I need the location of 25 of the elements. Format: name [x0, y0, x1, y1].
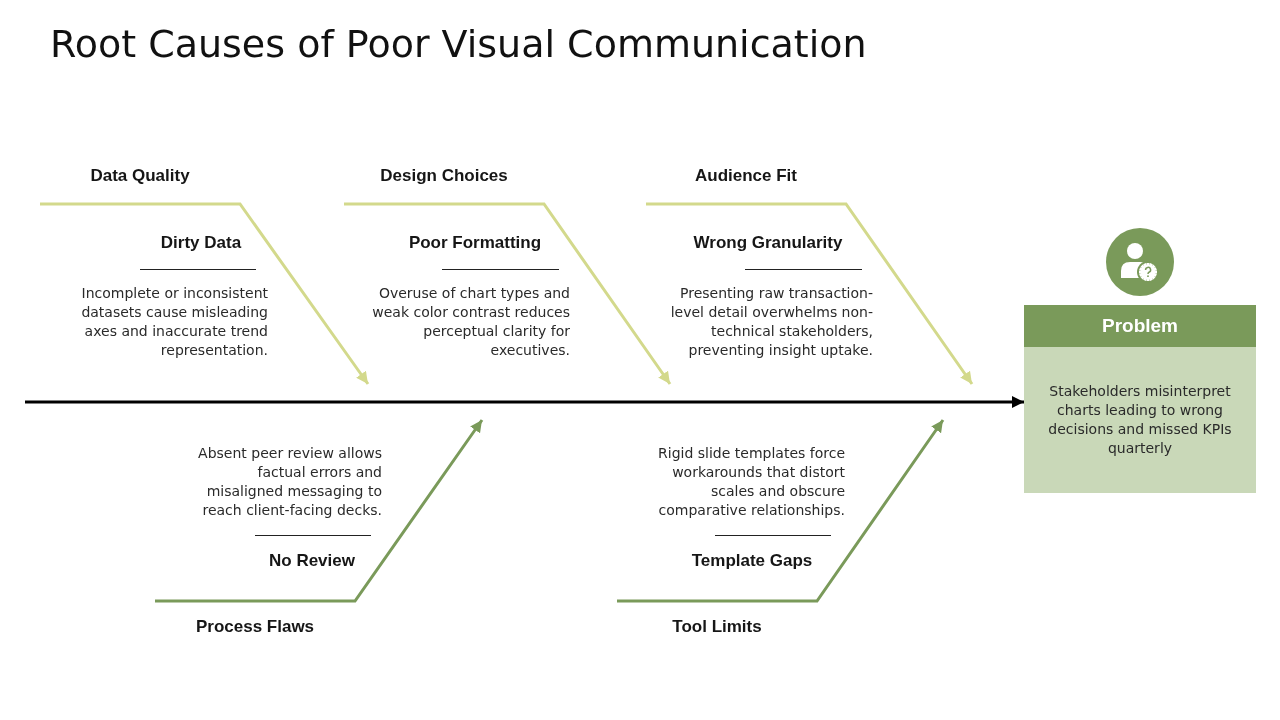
subcause-heading: Dirty Data	[160, 233, 242, 253]
category-heading: Design Choices	[380, 166, 508, 186]
description-text: Rigid slide templates force workarounds that distort scales and obscure comparative relationships.	[657, 444, 845, 520]
subcause-heading: Poor Formatting	[408, 233, 542, 253]
subcause-heading: No Review	[269, 551, 355, 571]
header-band: Problem	[1024, 305, 1256, 347]
category-heading: Tool Limits	[672, 617, 762, 637]
slide-title: Root Causes of Poor Visual Communication	[50, 21, 867, 68]
subcause-heading: Template Gaps	[691, 551, 813, 571]
bone-arrow	[617, 419, 945, 603]
description-text: Presenting raw transaction-level detail overwhelms non-technical stakeholders, preventing insight uptake.	[669, 284, 873, 360]
description-text: Absent peer review allows factual errors and misaligned messaging to reach client-facing decks.	[197, 444, 382, 520]
bone-arrow	[155, 419, 484, 603]
description-text: Overuse of chart types and weak color contrast reduces perceptual clarity for executives.	[371, 284, 570, 360]
bone-arrow	[344, 202, 672, 385]
category-heading: Process Flaws	[195, 617, 315, 637]
bone-arrow	[646, 202, 974, 385]
subcause-heading: Wrong Granularity	[693, 233, 843, 253]
spine-arrow	[25, 396, 1024, 408]
description-text: Stakeholders misinterpret charts leading to wrong decisions and missed KPIs quarterly	[1047, 382, 1233, 458]
category-heading: Audience Fit	[695, 166, 797, 186]
category-heading: Data Quality	[90, 166, 190, 186]
bone-arrow	[40, 202, 370, 385]
description-text: Incomplete or inconsistent datasets cause misleading axes and inaccurate trend representation.	[80, 284, 268, 360]
problem-card	[1024, 305, 1256, 493]
